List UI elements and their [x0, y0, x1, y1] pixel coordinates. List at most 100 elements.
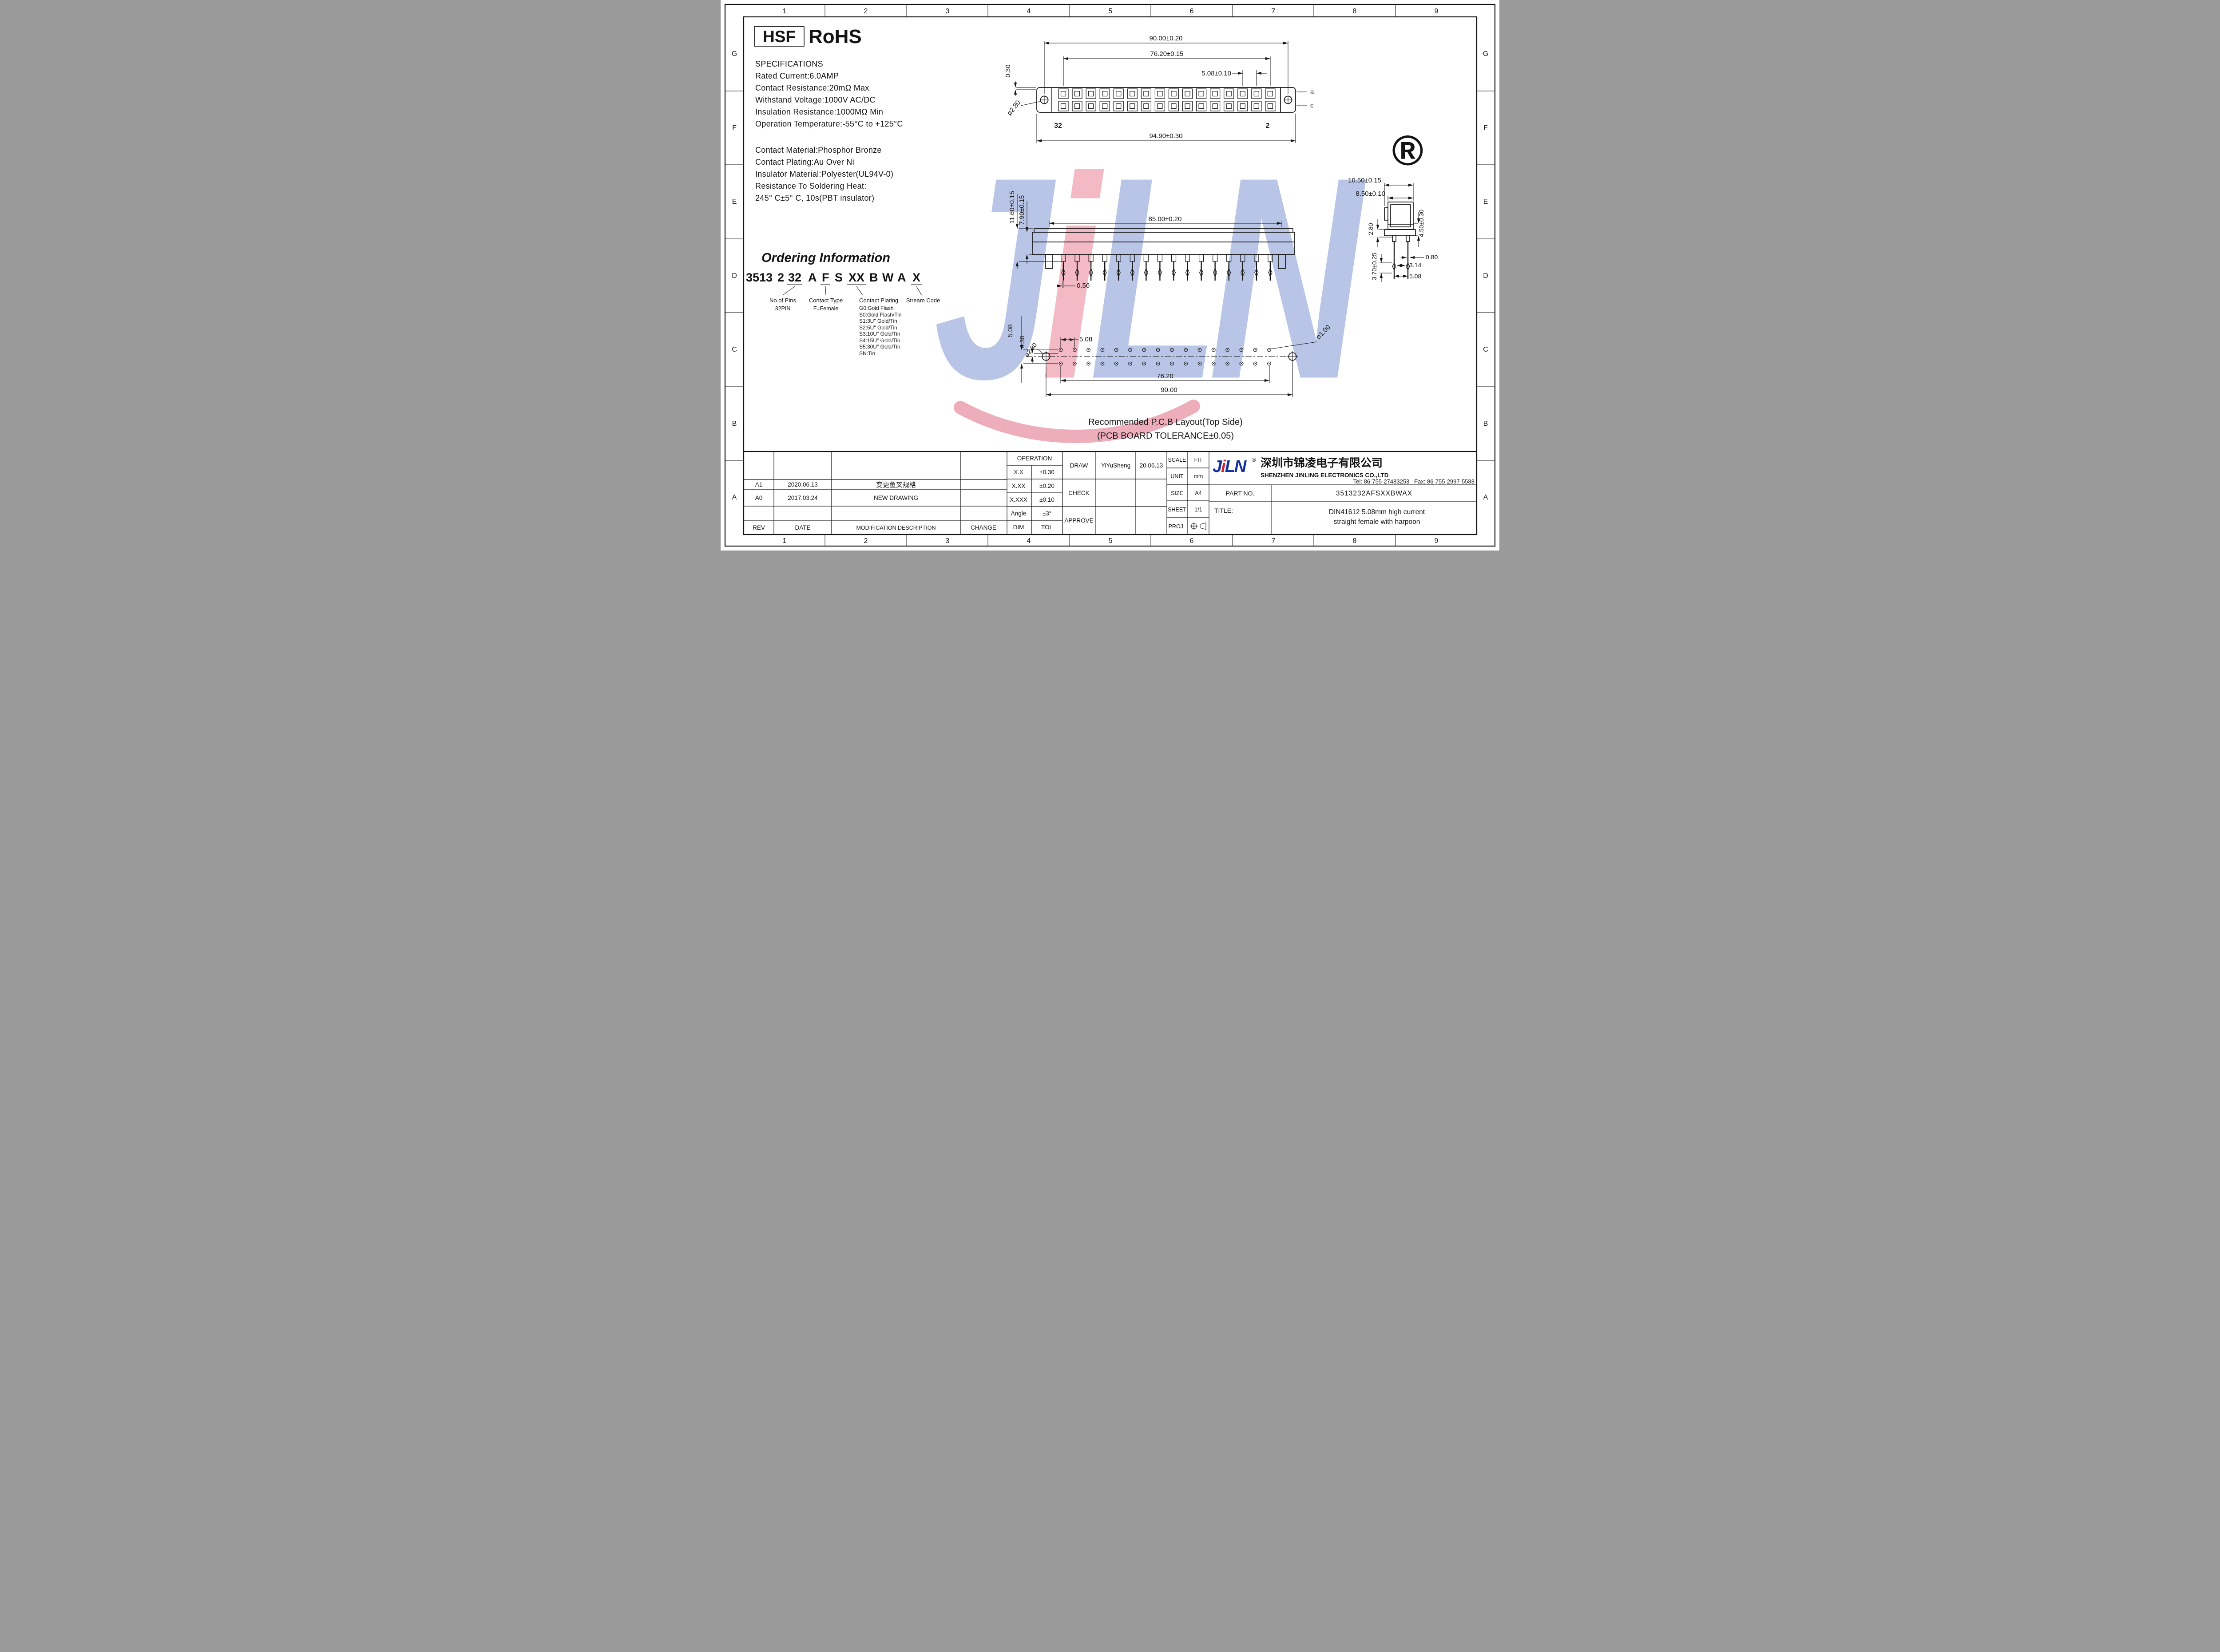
- operation-header: OPERATION: [1017, 455, 1052, 462]
- pins-label: No.of Pins: [769, 297, 796, 304]
- tol-value: ±0.30: [1039, 469, 1054, 475]
- projection-symbol-icon: [1190, 522, 1206, 530]
- company-name-cn: 深圳市锦凌电子有限公司: [1261, 456, 1383, 469]
- ordering-title: Ordering Information: [761, 251, 890, 265]
- front-dimensions: [1014, 41, 1307, 143]
- draw-date: 20.06.13: [1140, 462, 1163, 469]
- plating-option: S0:Gold Flash/Tin: [859, 312, 902, 318]
- row-c-label: c: [1310, 102, 1314, 109]
- watermark-registered-icon: ®: [1392, 127, 1423, 174]
- spec-line: Insulator Material:Polyester(UL94V-0): [755, 170, 893, 178]
- company-logo: JiLN: [1213, 457, 1247, 476]
- pin-number-2: 2: [1266, 122, 1270, 130]
- dim-0-56: 0.56: [1077, 282, 1090, 289]
- part-no-label: PART NO.: [1226, 490, 1255, 497]
- col-label: 7: [1272, 8, 1276, 15]
- rev-header-desc: MODIFICATION DESCRIPTION: [856, 525, 936, 531]
- row-label: F: [1483, 124, 1488, 132]
- plating-option: SN:Tin: [859, 350, 875, 357]
- plating-option: S2:5U" Gold/Tin: [859, 325, 897, 331]
- code-part: XX: [848, 271, 864, 284]
- row-label: A: [1483, 494, 1488, 501]
- code-part: W: [882, 271, 894, 284]
- specifications: SPECIFICATIONS Rated Current:6.0AMP Cont…: [755, 59, 903, 202]
- rev-header-rev: REV: [753, 524, 765, 531]
- col-label: 9: [1435, 537, 1439, 545]
- row-label: A: [732, 494, 737, 501]
- dim-4-50: 4.50±0.30: [1418, 210, 1425, 237]
- end-dimensions: [1376, 183, 1424, 282]
- scale-label: SCALE: [1168, 457, 1186, 463]
- plating-option: G0:Gold Flash: [859, 305, 893, 311]
- rev-date: 2017.03.24: [788, 495, 818, 501]
- unit-value: mm: [1194, 473, 1203, 479]
- dim-76: 76.20±0.15: [1150, 50, 1184, 58]
- col-label: 2: [864, 8, 868, 15]
- row-label: E: [1483, 198, 1488, 206]
- size-value: A4: [1195, 490, 1201, 496]
- pcb-caption-1: Recommended P.C.B Layout(Top Side): [1088, 417, 1243, 427]
- code-part: A: [808, 271, 817, 284]
- col-label: 1: [783, 8, 787, 15]
- row-label: D: [1483, 272, 1488, 280]
- pcb-hole-array: [1058, 348, 1271, 366]
- row-label: C: [1483, 346, 1488, 353]
- col-label: 6: [1190, 8, 1194, 15]
- ordering-info: Ordering Information 3513 2 32 A F S XX …: [746, 251, 940, 357]
- title-block-grid: [744, 451, 1477, 535]
- row-label: B: [1483, 420, 1488, 428]
- title-label: TITLE:: [1214, 507, 1233, 514]
- pcb-dim-0-30: 0.30: [1019, 336, 1026, 348]
- side-dimensions: [1015, 194, 1282, 288]
- tol-value: ±0.10: [1039, 496, 1054, 503]
- row-label: F: [732, 124, 737, 132]
- drawing-title-line1: DIN41612 5.08mm high current: [1329, 508, 1425, 516]
- row-label: D: [732, 272, 737, 280]
- plating-options: G0:Gold Flash S0:Gold Flash/Tin S1:3U" G…: [859, 305, 902, 357]
- col-label: 6: [1190, 537, 1194, 545]
- dim-10-50: 10.50±0.15: [1348, 177, 1381, 184]
- company-logo-registered-icon: ®: [1252, 456, 1256, 463]
- spec-line: Operation Temperature:-55°C to +125°C: [755, 119, 903, 128]
- tol-value: ±3°: [1043, 510, 1051, 517]
- code-part: 3513: [746, 271, 773, 284]
- pcb-dimensions: [1020, 316, 1317, 397]
- scale-value: FIT: [1194, 457, 1203, 463]
- dim-3-14: 3.14: [1409, 261, 1421, 269]
- rev-id: A0: [755, 495, 763, 501]
- dim-11-60: 11.60±0.15: [1008, 191, 1016, 224]
- pcb-layout: 5.08 0.30 ø2.80 5.08 ø1.00 76.20 90.00 R…: [1007, 316, 1332, 441]
- col-label: 8: [1353, 8, 1357, 15]
- sheet-value: 1/1: [1194, 507, 1202, 513]
- company-block: JiLN ® 深圳市锦凌电子有限公司 SHENZHEN JINLING ELEC…: [1213, 456, 1475, 526]
- row-label: B: [732, 420, 737, 428]
- end-view: 10.50±0.15 8.50±0.10 2.80 4.50±0.30 0.80…: [1348, 177, 1438, 282]
- dim-hole-dia: ø2.80: [1006, 99, 1022, 117]
- dim-85: 85.00±0.20: [1149, 215, 1182, 223]
- dim-3-70: 3.70±0.25: [1371, 253, 1378, 280]
- tol-label: X.XX: [1012, 483, 1026, 489]
- rev-date: 2020.06.13: [788, 481, 818, 488]
- rev-desc: 变更鱼叉规格: [876, 481, 916, 489]
- rev-header-change: CHANGE: [971, 524, 996, 531]
- col-label: 4: [1027, 537, 1031, 545]
- row-label: G: [732, 50, 737, 58]
- size-label: SIZE: [1171, 490, 1183, 496]
- approve-label: APPROVE: [1064, 517, 1093, 524]
- tol-value: ±0.20: [1039, 483, 1054, 489]
- stream-code-label: Stream Code: [906, 297, 940, 304]
- col-label: 3: [946, 537, 950, 545]
- ordering-code: 3513 2 32 A F S XX B W A X: [746, 271, 920, 284]
- dim-94-90: 94.90±0.30: [1150, 132, 1183, 140]
- tolerance-table: OPERATION X.X±0.30 X.XX±0.20 X.XXX±0.10 …: [1010, 455, 1054, 531]
- drawing-title-line2: straight female with harpoon: [1334, 518, 1420, 526]
- code-part: S: [835, 271, 843, 284]
- code-part: X: [912, 271, 920, 284]
- rohs-label: RoHS: [809, 26, 862, 48]
- dim-90: 90.00±0.20: [1150, 35, 1183, 42]
- sheet-frame: [724, 4, 1496, 547]
